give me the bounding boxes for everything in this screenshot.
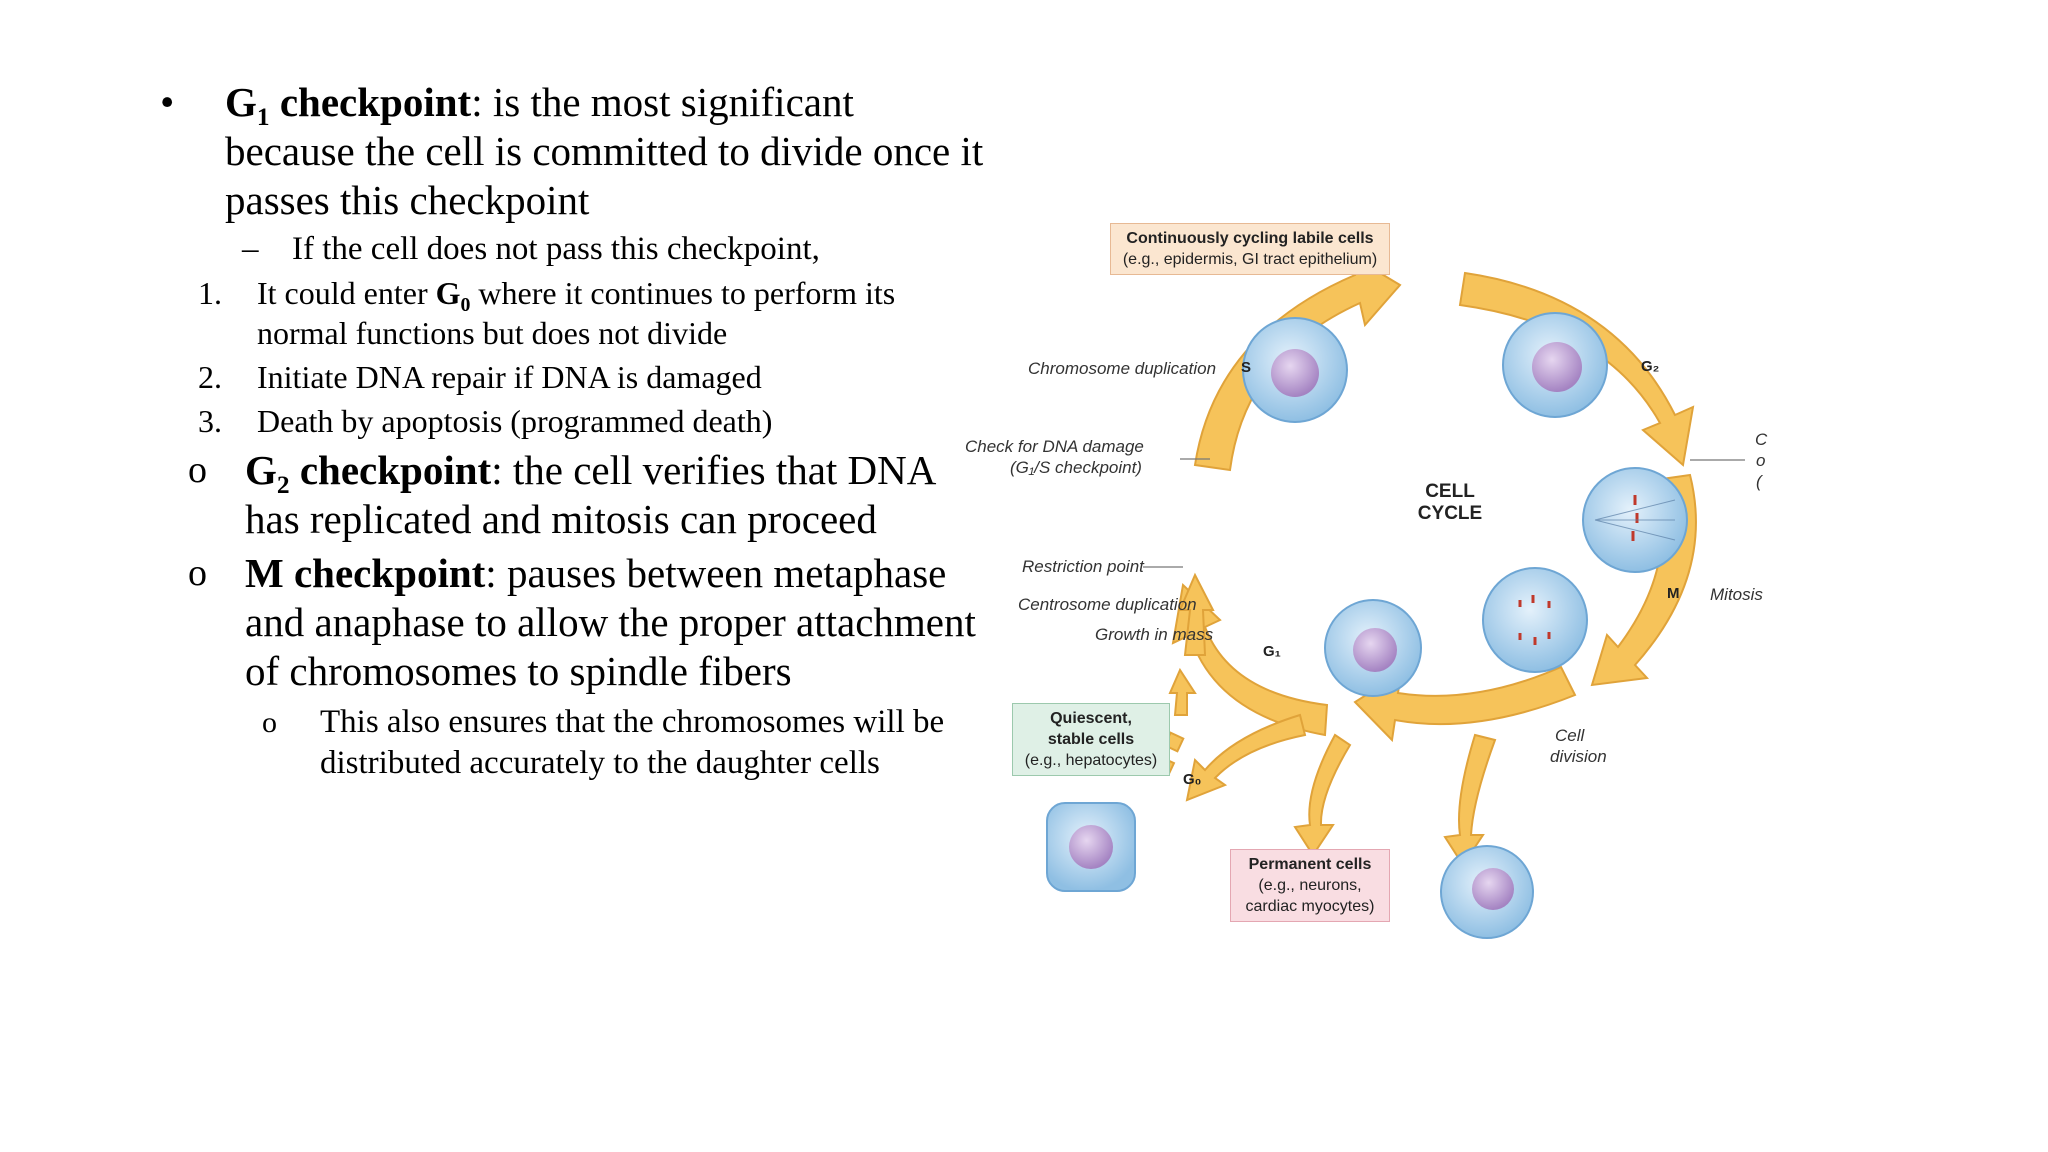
number-marker: 1. xyxy=(198,275,222,311)
numbered-item-3: 3. Death by apoptosis (programmed death) xyxy=(198,403,773,439)
label-cut-2: o xyxy=(1756,451,1766,470)
cell-cycle-diagram: Continuously cycling labile cells(e.g., … xyxy=(955,215,1775,975)
phase-g1: G₁ xyxy=(1263,643,1281,660)
numbered-item-1: 1. It could enter G0 where it continues … xyxy=(198,275,896,351)
label-restriction-point: Restriction point xyxy=(1022,557,1144,576)
numbered-item-2: 2. Initiate DNA repair if DNA is damaged xyxy=(198,359,762,395)
phase-s: S xyxy=(1241,359,1252,376)
nucleus-daughter xyxy=(1472,868,1514,910)
label-centrosome-duplication: Centrosome duplication xyxy=(1018,595,1197,614)
chromosomes-metaphase xyxy=(1631,495,1639,541)
nucleus-g2 xyxy=(1532,342,1582,392)
g1-title: G1 checkpoint xyxy=(225,79,472,131)
phase-g0: G₀ xyxy=(1183,771,1202,788)
phase-m: M xyxy=(1667,585,1680,602)
label-growth-in-mass: Growth in mass xyxy=(1095,625,1214,644)
leader-lines xyxy=(1143,458,1745,568)
arrow-s-phase xyxy=(1193,252,1402,472)
arrow-restriction xyxy=(1178,572,1215,656)
g1-text: : is the most significant because the ce… xyxy=(225,79,984,223)
bullet-marker: • xyxy=(160,79,175,125)
arrow-g1-phase xyxy=(1171,582,1329,737)
dash-item: – If the cell does not pass this checkpo… xyxy=(160,229,990,269)
label-cut-3: ( xyxy=(1756,472,1762,491)
number-marker: 2. xyxy=(198,359,222,395)
chromosomes-anaphase xyxy=(1518,595,1551,645)
dash-marker: – xyxy=(242,231,259,267)
label-chromosome-duplication: Chromosome duplication xyxy=(1028,359,1217,378)
label-division: division xyxy=(1550,747,1607,766)
bullet-g1-checkpoint: • G1 checkpoint: is the most significant… xyxy=(160,78,990,225)
quiescent-cells-box: Quiescent,stable cells(e.g., hepatocytes… xyxy=(1012,703,1170,776)
number-marker: 3. xyxy=(198,403,222,439)
arrow-small xyxy=(1168,667,1197,716)
nucleus-s xyxy=(1271,349,1319,397)
nucleus-g0 xyxy=(1069,825,1113,869)
cell-cycle-graphic xyxy=(1046,252,1745,939)
bullet-m-checkpoint: o M checkpoint: pauses between metaphase… xyxy=(188,550,976,694)
label-check-dna-2: (G₁/S checkpoint) xyxy=(1010,458,1142,477)
arrow-to-g0 xyxy=(1185,713,1307,802)
label-cut-1: C xyxy=(1755,430,1768,449)
circle-marker: o xyxy=(188,552,207,594)
cell-anaphase xyxy=(1482,567,1588,673)
m-subbullet: o This also ensures that the chromosomes… xyxy=(262,704,945,781)
cells xyxy=(1046,312,1688,939)
circle-marker: o xyxy=(188,449,207,491)
permanent-cells-box: Permanent cells(e.g., neurons,cardiac my… xyxy=(1230,849,1390,922)
text-column: • G1 checkpoint: is the most significant… xyxy=(160,78,990,784)
dash-text: If the cell does not pass this checkpoin… xyxy=(292,231,820,267)
label-cell: Cell xyxy=(1555,726,1585,745)
label-check-dna-1: Check for DNA damage xyxy=(965,437,1144,456)
label-mitosis: Mitosis xyxy=(1710,585,1763,604)
phase-g2: G₂ xyxy=(1641,358,1660,375)
arrow-to-permanent xyxy=(1293,733,1352,857)
bullet-g2-checkpoint: o G2 checkpoint: the cell verifies that … xyxy=(188,447,935,542)
labile-cells-box: Continuously cycling labile cells(e.g., … xyxy=(1110,223,1390,275)
nucleus-g1 xyxy=(1353,628,1397,672)
circle-marker: o xyxy=(262,706,277,739)
